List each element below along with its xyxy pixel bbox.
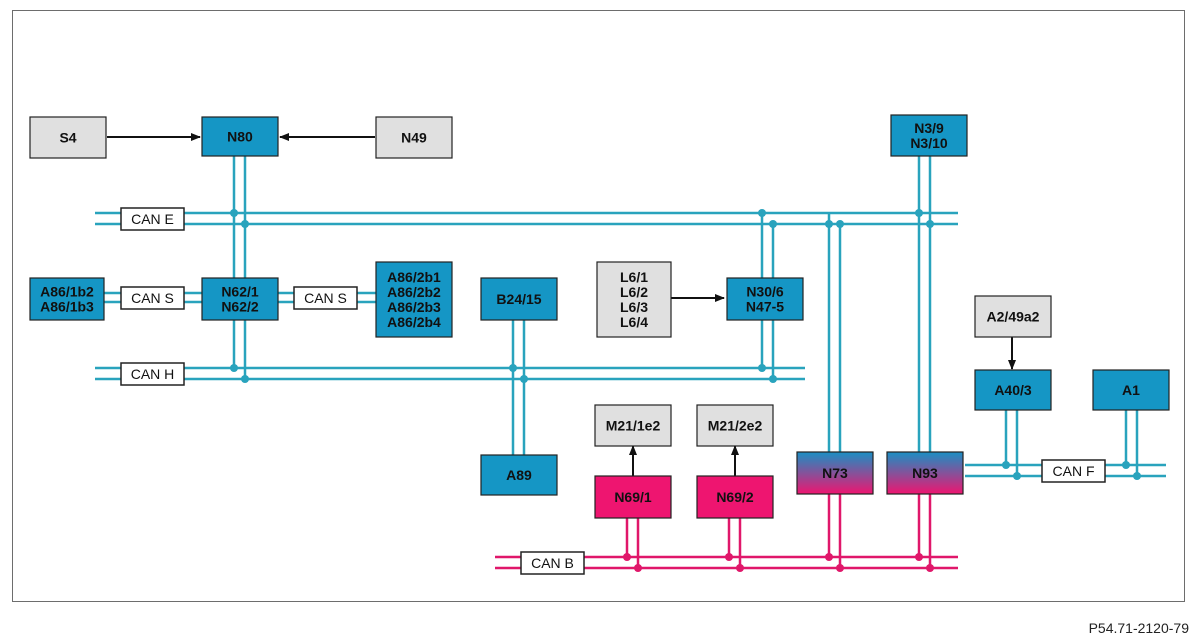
can-f-label: CAN F	[1041, 459, 1106, 483]
component-n93-label-0: N93	[912, 465, 938, 481]
component-l6-label-3: L6/4	[620, 314, 648, 330]
component-l6-label-0: L6/1	[620, 269, 648, 285]
component-n3-9-box	[890, 114, 968, 157]
component-m21-1: M21/1e2	[594, 404, 672, 447]
component-n62-box	[201, 277, 279, 321]
component-a1: A1	[1092, 369, 1170, 411]
component-m21-2-box	[696, 404, 774, 447]
can-s-right-label-text: CAN S	[304, 290, 347, 306]
component-n80: N80	[201, 116, 279, 157]
component-l6-label-1: L6/2	[620, 284, 648, 300]
component-n69-2-label-0: N69/2	[716, 489, 754, 505]
component-m21-1-label-0: M21/1e2	[606, 418, 661, 434]
component-n3-9-label-0: N3/9	[914, 120, 944, 136]
component-n49-box	[375, 116, 453, 159]
component-n69-1: N69/1	[594, 475, 672, 519]
component-a89: A89	[480, 454, 558, 496]
component-n69-2: N69/2	[696, 475, 774, 519]
diagram-frame	[12, 10, 1185, 602]
component-a86-2-label-1: A86/2b2	[387, 284, 441, 300]
component-a40: A40/3	[974, 369, 1052, 411]
component-n62-label-0: N62/1	[221, 284, 259, 300]
component-a2: A2/49a2	[974, 295, 1052, 338]
component-a86-1-label-0: A86/1b2	[40, 284, 94, 300]
component-a89-box	[480, 454, 558, 496]
component-s4: S4	[29, 116, 107, 159]
component-n73-label-0: N73	[822, 465, 848, 481]
component-n69-1-label-0: N69/1	[614, 489, 652, 505]
component-a1-label-0: A1	[1122, 382, 1140, 398]
can-h-label: CAN H	[120, 362, 185, 386]
component-n49-label-0: N49	[401, 130, 427, 146]
component-a40-label-0: A40/3	[994, 382, 1032, 398]
can-stubs	[232, 156, 1139, 476]
can-h-bus	[95, 366, 805, 381]
component-b24-label-0: B24/15	[496, 291, 541, 307]
component-n30-label-0: N30/6	[746, 284, 784, 300]
component-s4-label-0: S4	[59, 130, 76, 146]
component-n69-2-box	[696, 475, 774, 519]
can-s-left-label-text: CAN S	[131, 290, 174, 306]
can-b-label-text: CAN B	[531, 555, 574, 571]
component-n73-box	[796, 451, 874, 495]
component-n73: N73	[796, 451, 874, 495]
component-a86-2-label-0: A86/2b1	[387, 269, 441, 285]
component-n93-box	[886, 451, 964, 495]
can-s-right-label: CAN S	[293, 286, 358, 310]
component-a86-2-box	[375, 261, 453, 338]
component-n93: N93	[886, 451, 964, 495]
component-a40-box	[974, 369, 1052, 411]
component-a1-box	[1092, 369, 1170, 411]
can-e-label: CAN E	[120, 207, 185, 231]
component-a86-1-label-1: A86/1b3	[40, 299, 94, 315]
component-a86-2-label-2: A86/2b3	[387, 299, 441, 315]
component-n49: N49	[375, 116, 453, 159]
signal-arrows	[107, 133, 1016, 476]
can-e-label-text: CAN E	[131, 211, 174, 227]
component-l6: L6/1L6/2L6/3L6/4	[596, 261, 672, 338]
component-m21-2: M21/2e2	[696, 404, 774, 447]
reference-code: P54.71-2120-79	[1088, 620, 1189, 636]
component-m21-1-box	[594, 404, 672, 447]
can-b-label: CAN B	[520, 551, 585, 575]
component-n69-1-box	[594, 475, 672, 519]
component-n3-9-label-1: N3/10	[910, 135, 948, 151]
component-n3-9: N3/9N3/10	[890, 114, 968, 157]
can-s-left-label: CAN S	[120, 286, 185, 310]
component-b24: B24/15	[480, 277, 558, 321]
can-e-bus	[95, 211, 958, 226]
component-a2-label-0: A2/49a2	[987, 309, 1040, 325]
component-a89-label-0: A89	[506, 467, 532, 483]
component-n80-label-0: N80	[227, 129, 253, 145]
component-a86-2-label-3: A86/2b4	[387, 314, 441, 330]
component-a86-1-box	[29, 277, 105, 321]
component-l6-box	[596, 261, 672, 338]
component-m21-2-label-0: M21/2e2	[708, 418, 763, 434]
component-l6-label-2: L6/3	[620, 299, 648, 315]
junction-dots-can-b	[623, 553, 934, 572]
component-n30-label-1: N47-5	[746, 299, 784, 315]
component-b24-box	[480, 277, 558, 321]
can-h-label-text: CAN H	[131, 366, 175, 382]
junction-dots	[230, 209, 1141, 480]
component-n62-label-1: N62/2	[221, 299, 259, 315]
component-n30-box	[726, 277, 804, 321]
component-s4-box	[29, 116, 107, 159]
component-n80-box	[201, 116, 279, 157]
component-a2-box	[974, 295, 1052, 338]
can-f-label-text: CAN F	[1053, 463, 1095, 479]
